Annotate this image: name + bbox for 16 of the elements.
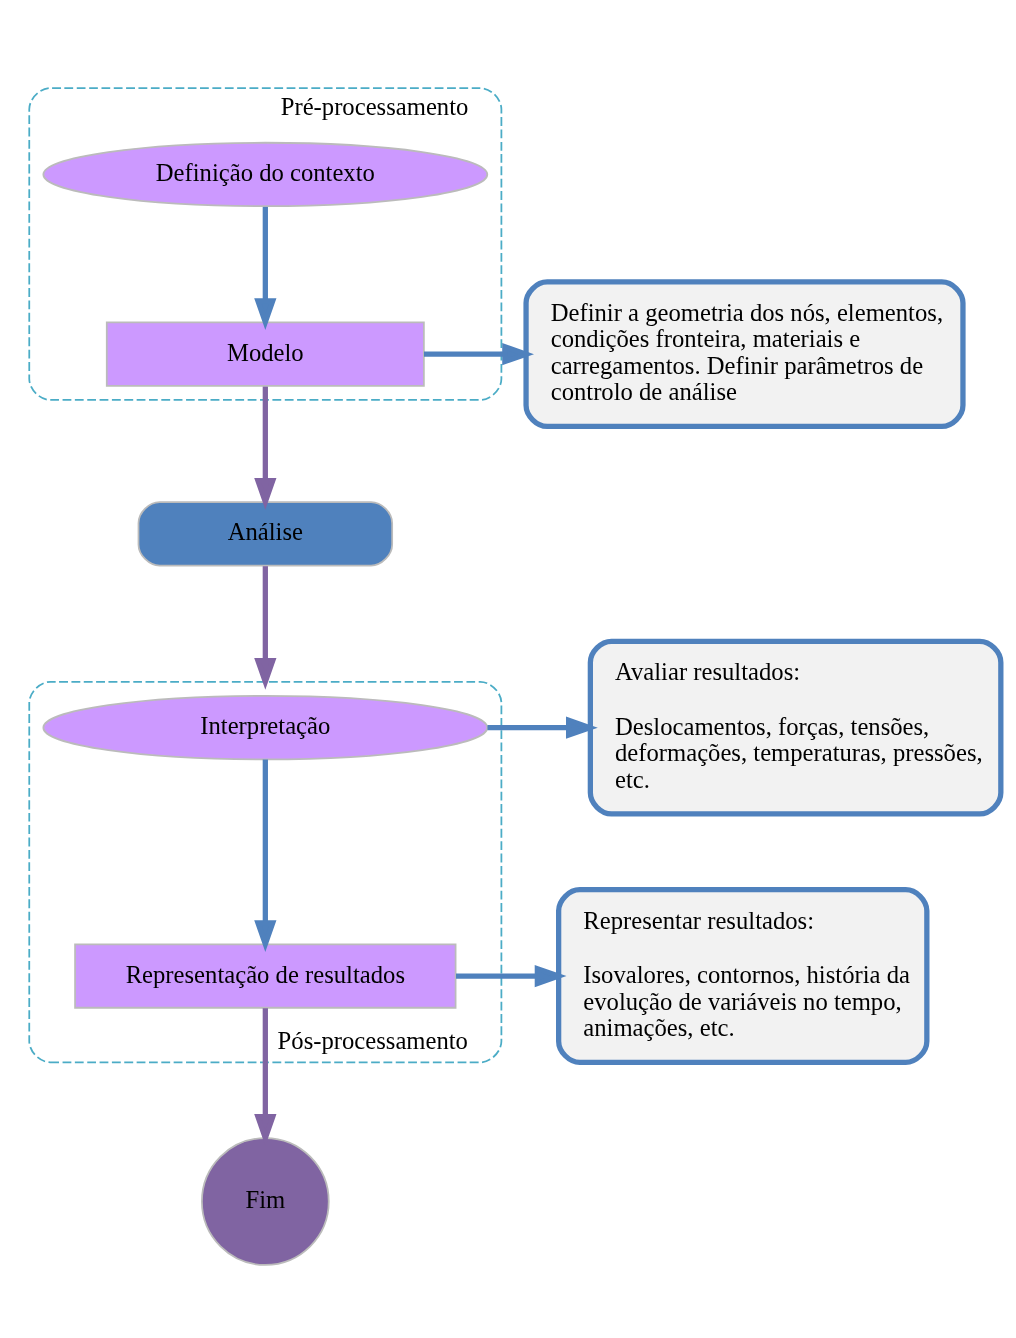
arrow: [254, 386, 277, 510]
node-box: Representação de resultados: [74, 942, 457, 1009]
arrow: [456, 964, 567, 987]
node-box: Modelo: [105, 321, 425, 387]
arrow: [254, 565, 277, 690]
arrow: [254, 758, 277, 952]
node-box: Análise: [137, 500, 394, 566]
node-box: Avaliar resultados: Deslocamentos, forças, tensões, deformações, temperaturas, pressões, etc.: [587, 638, 1004, 817]
node-box: Representar resultados: Isovalores, contornos, história da evolução de variáveis no tempo, animações, etc.: [556, 886, 930, 1065]
node-box: Definir a geometria dos nós, elementos, condições fronteira, materiais e carregamentos. Definir parâmetros de controlo de análise: [523, 278, 966, 429]
arrow: [254, 206, 277, 330]
node-ellipse: Interpretação: [42, 694, 489, 760]
node-ellipse: Definição do contexto: [42, 141, 489, 207]
arrow: [487, 716, 598, 739]
arrow: [423, 342, 534, 365]
node-circle: Fim: [201, 1136, 330, 1266]
